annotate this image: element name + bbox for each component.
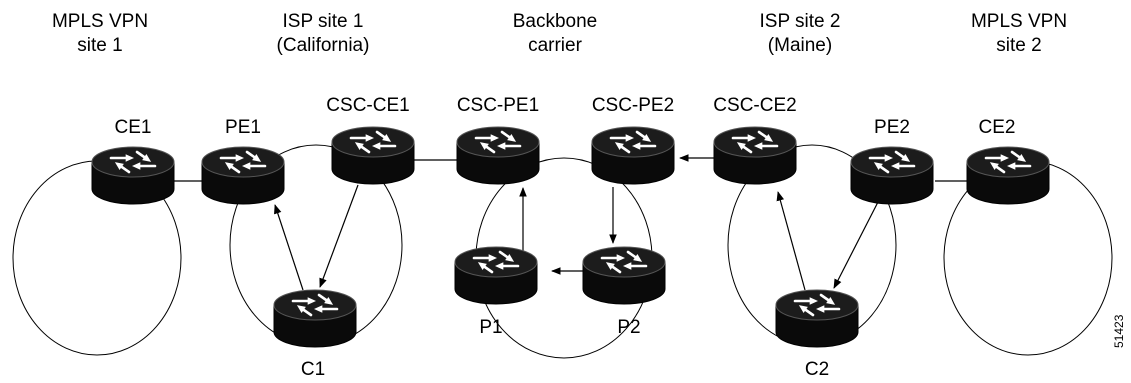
router-csc-ce2 (713, 126, 797, 185)
header-isp-site-2: ISP site 2 (Maine) (735, 10, 865, 58)
header-isp-site-1: ISP site 1 (California) (258, 10, 388, 58)
label-csc-ce2: CSC-CE2 (713, 95, 797, 116)
header-line2: site 1 (77, 35, 123, 56)
router-p1 (454, 246, 538, 305)
header-line1: Backbone (512, 11, 598, 32)
label-csc-ce1: CSC-CE1 (326, 95, 410, 116)
router-csc-pe1 (456, 126, 540, 185)
router-csc-pe2 (591, 126, 675, 185)
header-backbone: Backbone carrier (495, 10, 615, 58)
arrow-csc-ce1-to-c1 (319, 184, 359, 288)
router-pe1 (201, 146, 285, 205)
header-mpls-vpn-site-2: MPLS VPN site 2 (964, 10, 1074, 58)
label-c2: C2 (804, 359, 830, 380)
arrow-c2-to-csc-ce2 (776, 191, 806, 291)
label-csc-pe2: CSC-PE2 (591, 95, 675, 116)
arrow-pe2-to-c2 (833, 201, 879, 289)
header-line2: site 2 (996, 35, 1042, 56)
router-p2 (582, 246, 666, 305)
label-pe1: PE1 (225, 117, 261, 138)
header-line2: (Maine) (767, 35, 833, 56)
router-pe2 (850, 146, 934, 205)
label-p1: P1 (479, 317, 503, 338)
arrow-c1-to-pe1 (274, 204, 304, 291)
router-ce1 (91, 146, 175, 205)
router-c1 (273, 289, 357, 348)
label-ce1: CE1 (114, 117, 152, 138)
router-csc-ce1 (331, 126, 415, 185)
header-line2: carrier (528, 35, 582, 56)
label-c1: C1 (300, 359, 326, 380)
label-csc-pe1: CSC-PE1 (456, 95, 540, 116)
header-mpls-vpn-site-1: MPLS VPN site 1 (45, 10, 155, 58)
header-line1: ISP site 2 (759, 11, 841, 32)
header-line2: (California) (276, 35, 370, 56)
label-pe2: PE2 (874, 117, 910, 138)
header-line1: MPLS VPN (970, 11, 1068, 32)
figure-id: 51423 (1112, 314, 1126, 348)
header-line1: MPLS VPN (51, 11, 149, 32)
label-ce2: CE2 (978, 117, 1016, 138)
header-line1: ISP site 1 (282, 11, 364, 32)
router-ce2 (966, 146, 1050, 205)
label-p2: P2 (617, 317, 641, 338)
router-c2 (775, 289, 859, 348)
